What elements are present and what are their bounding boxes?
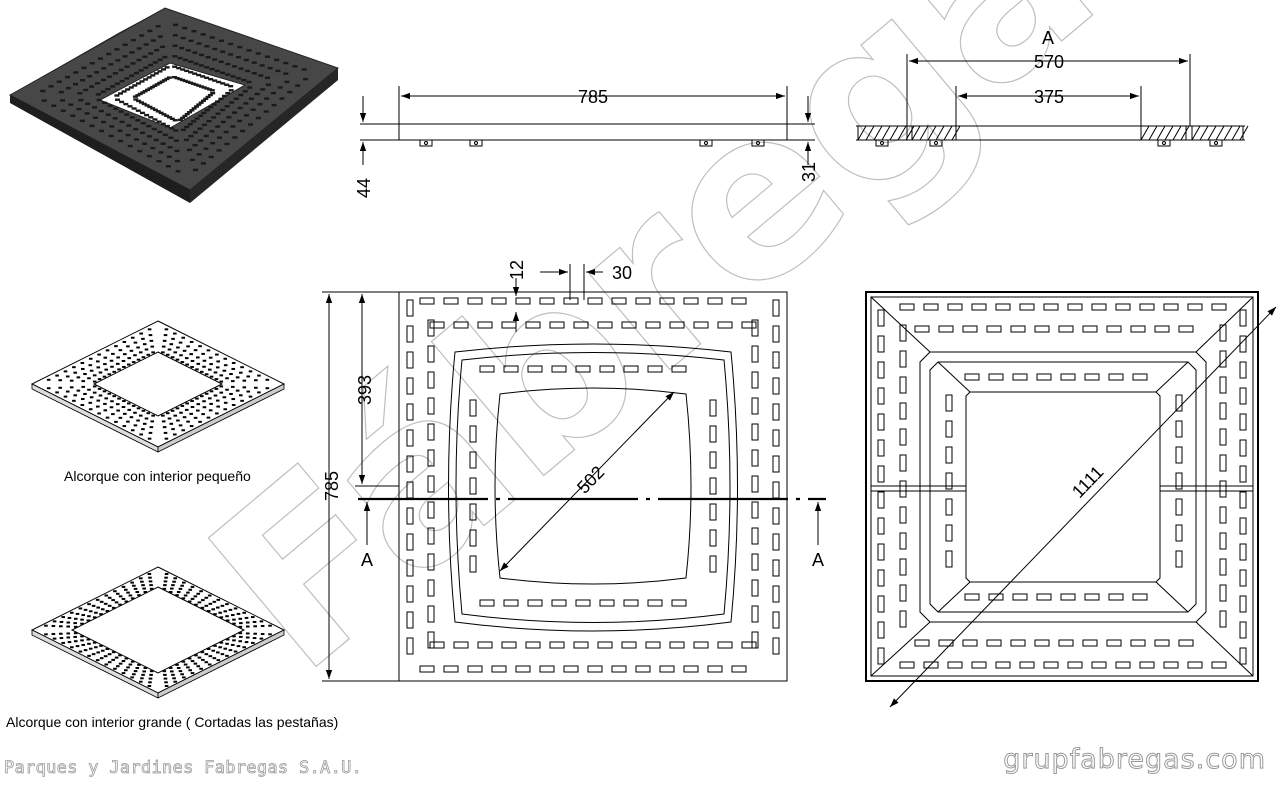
watermark-logo: Fábregas [163,0,1247,723]
section-cut-label-left: A [361,550,373,570]
caption-large-interior: Alcorque con interior grande ( Cortadas … [6,714,339,730]
dim-outer-diagonal: 1111 [1068,462,1107,502]
plan-view [322,264,826,682]
svg-text:Fábregas: Fábregas [164,0,1247,722]
dim-side-height-right: 31 [799,162,819,182]
side-elevation [359,86,815,165]
dim-side-width: 785 [578,87,608,107]
section-a-elevation [856,54,1249,147]
website-url: grupfabregas.com [1003,744,1266,776]
caption-small-interior: Alcorque con interior pequeño [64,468,251,484]
tree-grate-large-interior-view [30,566,286,699]
company-name: Parques y Jardines Fabregas S.A.U. [4,758,363,779]
section-cut-label-right: A [812,550,824,570]
assembly-plan-view [865,291,1277,708]
dim-slot-width: 30 [612,263,632,283]
tree-grate-small-interior-view [30,320,286,453]
dim-section-inner: 375 [1034,87,1064,107]
section-a-label: A [1042,28,1054,48]
dim-half-height: 393 [355,375,375,405]
dim-section-outer: 570 [1034,52,1064,72]
tree-grate-3d-view [8,7,340,203]
dim-side-height-left: 44 [354,178,374,198]
dim-total-height: 785 [322,471,342,501]
dim-slot-spacing: 12 [507,260,527,280]
